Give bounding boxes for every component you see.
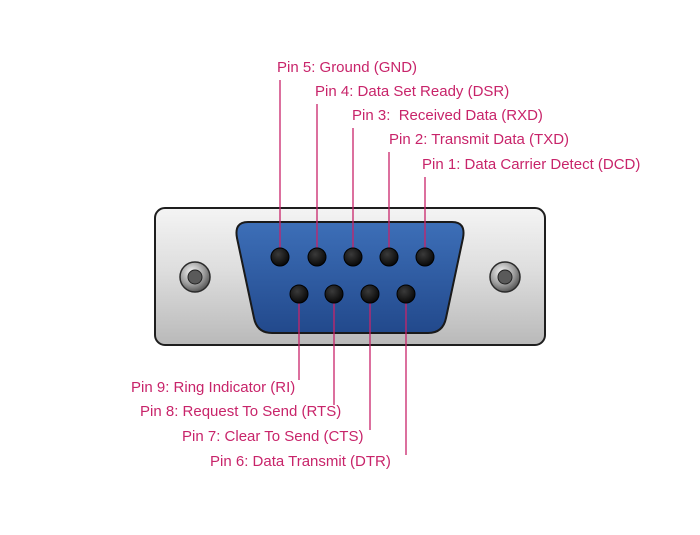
pin-3-label: Pin 3: Received Data (RXD) [352, 107, 543, 124]
pin-6-label: Pin 6: Data Transmit (DTR) [210, 453, 391, 470]
left-screw-icon [179, 261, 211, 293]
pin-1-socket [415, 247, 435, 267]
pin-9-label: Pin 9: Ring Indicator (RI) [131, 379, 296, 396]
pin-8-socket [324, 284, 344, 304]
pin-3-socket [343, 247, 363, 267]
pin-5-socket [270, 247, 290, 267]
pin-4-label: Pin 4: Data Set Ready (DSR) [315, 83, 510, 100]
pin-5-label: Pin 5: Ground (GND) [277, 59, 418, 76]
pin-7-label: Pin 7: Clear To Send (CTS) [182, 428, 364, 445]
pin-6-socket [396, 284, 416, 304]
pin-8-label: Pin 8: Request To Send (RTS) [140, 403, 342, 420]
pin-9-socket [289, 284, 309, 304]
connector-face [235, 221, 465, 334]
right-screw-icon [489, 261, 521, 293]
pin-2-label: Pin 2: Transmit Data (TXD) [389, 131, 570, 148]
pin-7-socket [360, 284, 380, 304]
pin-4-socket [307, 247, 327, 267]
pin-1-label: Pin 1: Data Carrier Detect (DCD) [422, 156, 641, 173]
pin-2-socket [379, 247, 399, 267]
